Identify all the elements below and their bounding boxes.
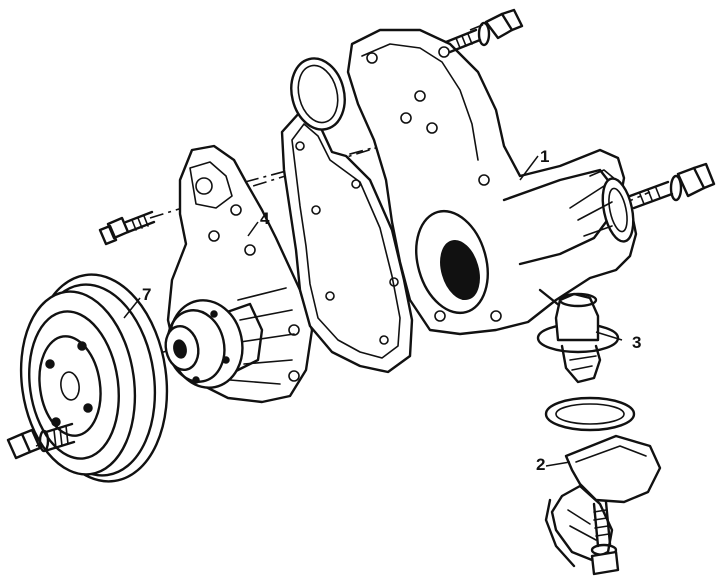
callout-4: 4: [260, 209, 270, 228]
pump-hub: [164, 299, 244, 389]
pulley-wheel: [19, 273, 169, 483]
thermostat: [536, 292, 620, 384]
callout-1: 1: [540, 147, 549, 166]
thermostat-seal-ring: [544, 396, 636, 432]
bolt-right: [628, 162, 716, 210]
pump-gasket: [280, 110, 414, 374]
bolt-top: [444, 8, 524, 54]
callout-2: 2: [536, 455, 545, 474]
pulley-bolt: [6, 422, 76, 460]
callout-7: 7: [142, 285, 151, 304]
o-ring-gasket: [290, 57, 346, 131]
callout-3: 3: [632, 333, 641, 352]
bolt-upper-left: [98, 210, 156, 246]
bolt-bottom: [590, 500, 620, 576]
leader-lines: [123, 155, 623, 467]
thermostat-cover: [544, 434, 662, 568]
thermostat-housing-body: [346, 28, 638, 336]
